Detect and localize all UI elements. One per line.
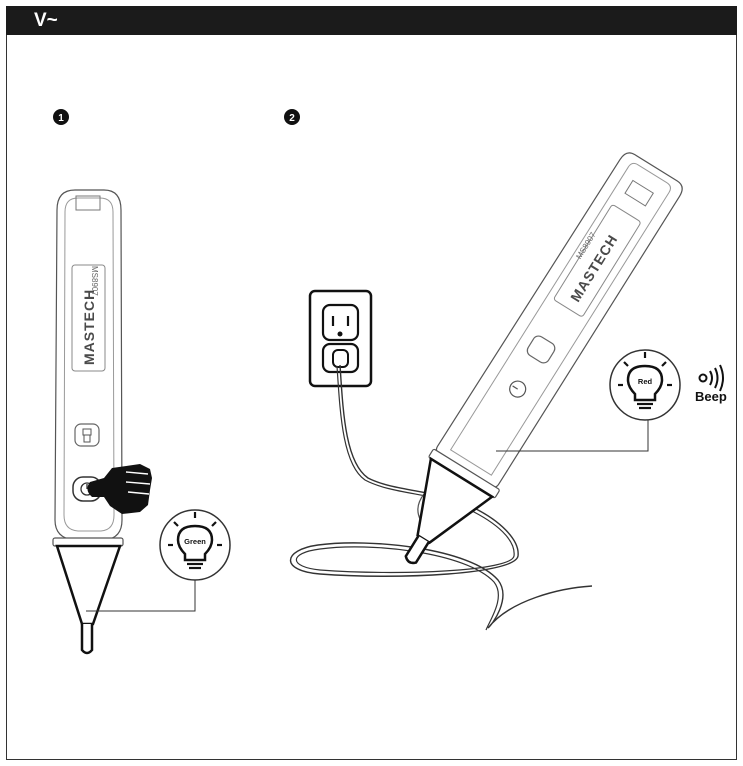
voltage-tester-pen: MASTECH MS8907 [52, 189, 196, 655]
step-1: 1 MASTECH MS8907 [52, 109, 231, 655]
light-color-label: Red [638, 377, 653, 386]
light-bulb-icon [168, 512, 222, 570]
indicator-light-red: Red [609, 349, 681, 421]
page-title: V~ [34, 10, 58, 31]
light-bulb-icon [618, 352, 672, 410]
pen-brand-label: MASTECH [81, 289, 97, 365]
power-button [509, 380, 527, 398]
voltage-tester-pen: MASTECH MS8907 [404, 152, 683, 565]
flashlight-icon [82, 428, 92, 443]
pressing-finger-icon [87, 464, 152, 514]
light-color-label: Green [184, 537, 206, 546]
step-2-badge: 2 [284, 109, 300, 125]
beep-label: Beep [695, 389, 727, 404]
beep-icon [698, 364, 724, 392]
step-1-badge: 1 [53, 109, 69, 125]
svg-text:1: 1 [58, 113, 64, 124]
pen-model-label: MS8907 [90, 266, 99, 296]
flashlight-button [74, 423, 100, 447]
wall-outlet [308, 289, 373, 388]
power-cord [289, 364, 593, 629]
step-2: 2 MASTECH MS8907 [284, 109, 727, 631]
header-bar: V~ [6, 6, 737, 35]
flashlight-button [526, 335, 556, 364]
svg-text:2: 2 [289, 113, 295, 124]
indicator-light-green: Green [159, 509, 231, 581]
